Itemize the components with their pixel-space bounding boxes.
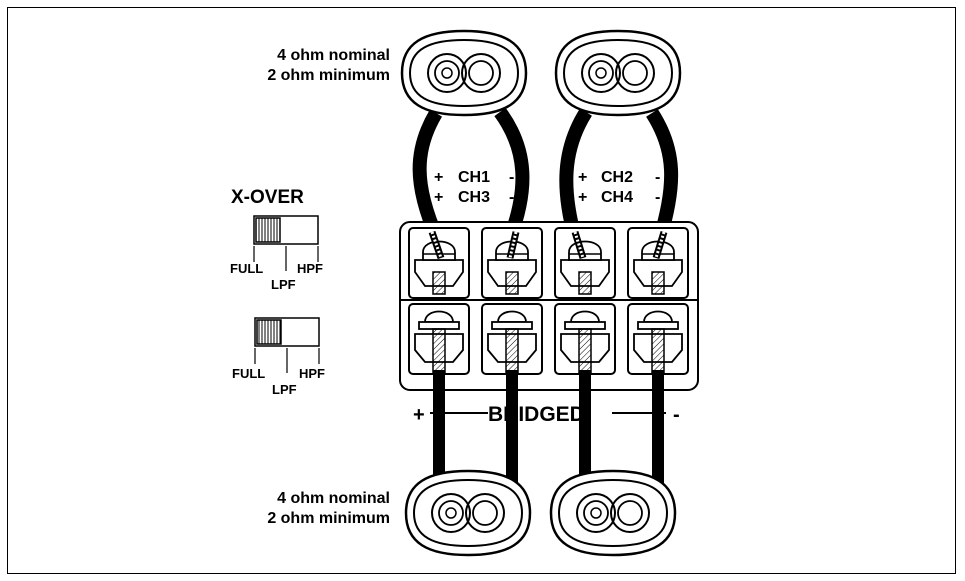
bottom-right-speaker: [549, 469, 677, 557]
svg-text:4 ohm nominal: 4 ohm nominal: [277, 490, 390, 507]
channel-labels-right: + CH2 - + CH4 -: [578, 169, 660, 206]
svg-text:+: +: [434, 169, 443, 186]
svg-text:+: +: [578, 169, 587, 186]
terminal-ch2-minus: [627, 227, 689, 299]
svg-text:HPF: HPF: [297, 261, 323, 276]
top-left-speaker: [400, 29, 528, 117]
bottom-cables: [433, 370, 664, 485]
ch1-label: CH1: [458, 169, 490, 186]
top-wire-ends: [428, 230, 668, 260]
top-right-speaker: [554, 29, 682, 117]
diagram-frame: [7, 7, 956, 574]
bridged-indicator: + BRIDGED -: [413, 403, 680, 426]
channel-labels-left: + CH1 - + CH3 -: [434, 169, 514, 206]
svg-text:HPF: HPF: [299, 366, 325, 381]
bridged-minus: -: [673, 404, 680, 426]
terminal-block: [399, 221, 699, 391]
terminal-ch4-plus: [554, 303, 616, 375]
xover-title: X-OVER: [231, 187, 304, 208]
terminal-ch1-plus: [408, 227, 470, 299]
svg-text:+: +: [578, 189, 587, 206]
svg-text:-: -: [655, 189, 660, 206]
terminal-ch2-plus: [554, 227, 616, 299]
svg-text:-: -: [509, 189, 514, 206]
svg-text:LPF: LPF: [272, 382, 297, 397]
svg-text:4 ohm nominal: 4 ohm nominal: [277, 47, 390, 64]
terminal-ch3-minus: [481, 303, 543, 375]
xover-switch-2: FULL HPF LPF: [232, 317, 325, 397]
top-impedance-rating: 4 ohm nominal 2 ohm minimum: [267, 47, 390, 84]
ch3-label: CH3: [458, 189, 490, 206]
ch2-label: CH2: [601, 169, 633, 186]
svg-text:FULL: FULL: [230, 261, 263, 276]
bottom-impedance-rating: 4 ohm nominal 2 ohm minimum: [267, 490, 390, 527]
xover-switch-1: FULL HPF LPF: [230, 215, 323, 292]
svg-text:FULL: FULL: [232, 366, 265, 381]
svg-text:+: +: [434, 189, 443, 206]
svg-text:2 ohm minimum: 2 ohm minimum: [267, 510, 390, 527]
bottom-left-speaker: [404, 469, 532, 557]
bridged-plus: +: [413, 404, 425, 426]
svg-text:-: -: [509, 169, 514, 186]
ch4-label: CH4: [601, 189, 633, 206]
bridged-label: BRIDGED: [488, 403, 585, 426]
svg-text:LPF: LPF: [271, 277, 296, 292]
terminal-ch3-plus: [408, 303, 470, 375]
svg-text:2 ohm minimum: 2 ohm minimum: [267, 67, 390, 84]
terminal-ch4-minus: [627, 303, 689, 375]
svg-text:-: -: [655, 169, 660, 186]
